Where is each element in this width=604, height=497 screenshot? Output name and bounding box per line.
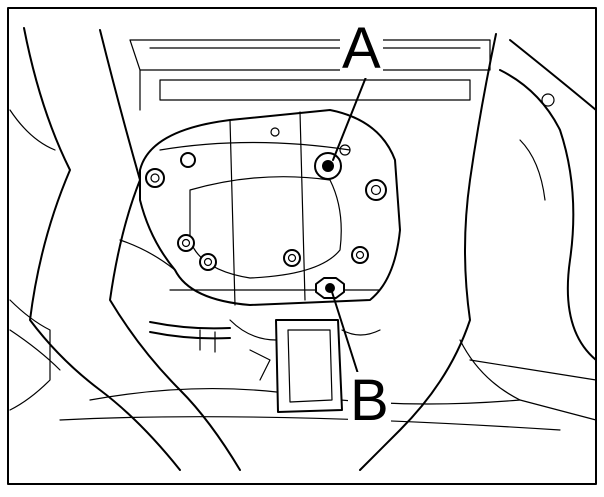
leader-line-b [331,291,361,381]
transmission-mount [149,319,381,413]
drain-plug-b [315,277,345,299]
transmission-case [119,109,401,306]
housing-bolts [145,127,387,271]
callout-label-a: A [340,16,383,81]
leader-line-a [332,71,369,161]
left-frame-rail [9,27,241,471]
right-frame-rail [359,33,597,471]
filler-plug-a [314,152,342,180]
border-frame [7,7,597,485]
callout-label-b: B [348,368,391,433]
